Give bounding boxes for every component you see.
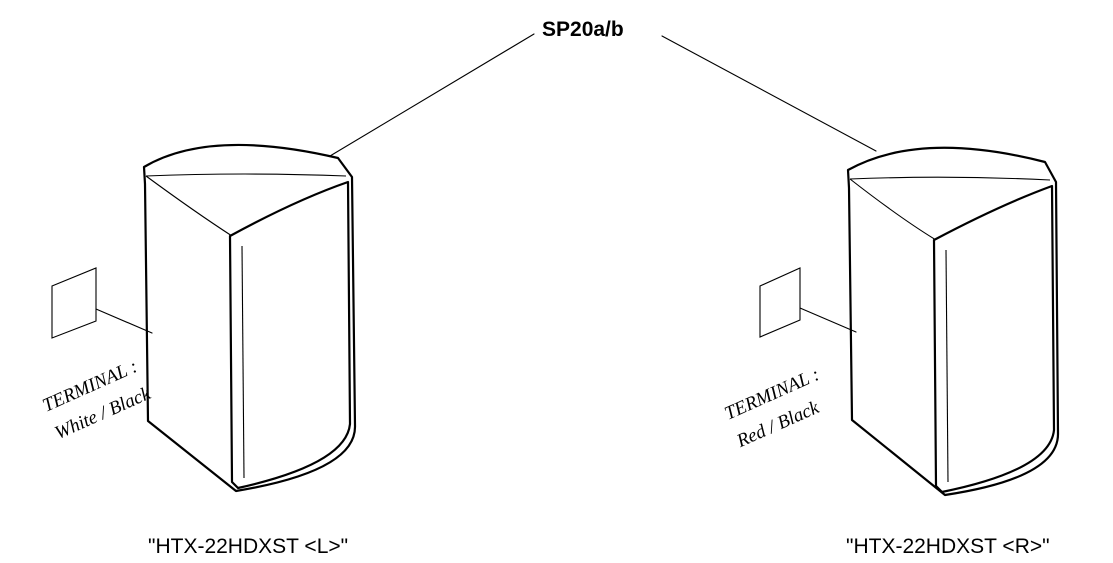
speaker-right-top-edge [849,176,1051,181]
speaker-left-terminal-leader [95,308,153,334]
speaker-left: TERMINAL : White / Black "HTX-22HDXST <L… [39,143,357,558]
speaker-right-front-edge [945,249,949,483]
speaker-left-terminal-plate [51,267,97,339]
speaker-left-front-panel [228,180,352,490]
speaker-right-terminal-plate [759,267,801,338]
speaker-right-side-curve [849,178,937,241]
speaker-right-front-panel [932,184,1056,494]
speaker-right-model-label: "HTX-22HDXST <R>" [846,535,1050,558]
speaker-right: TERMINAL : Red / Black "HTX-22HDXST <R>" [721,146,1060,558]
speaker-left-top-edge [145,173,347,177]
speaker-right-terminal-leader [799,307,857,333]
speaker-left-front-edge [241,245,245,479]
part-label: SP20a/b [542,18,624,41]
leader-line-right-speaker [661,35,877,152]
speaker-left-model-label: "HTX-22HDXST <L>" [148,535,348,558]
speaker-left-side-curve [145,175,233,237]
leader-line-left-speaker [329,33,535,157]
